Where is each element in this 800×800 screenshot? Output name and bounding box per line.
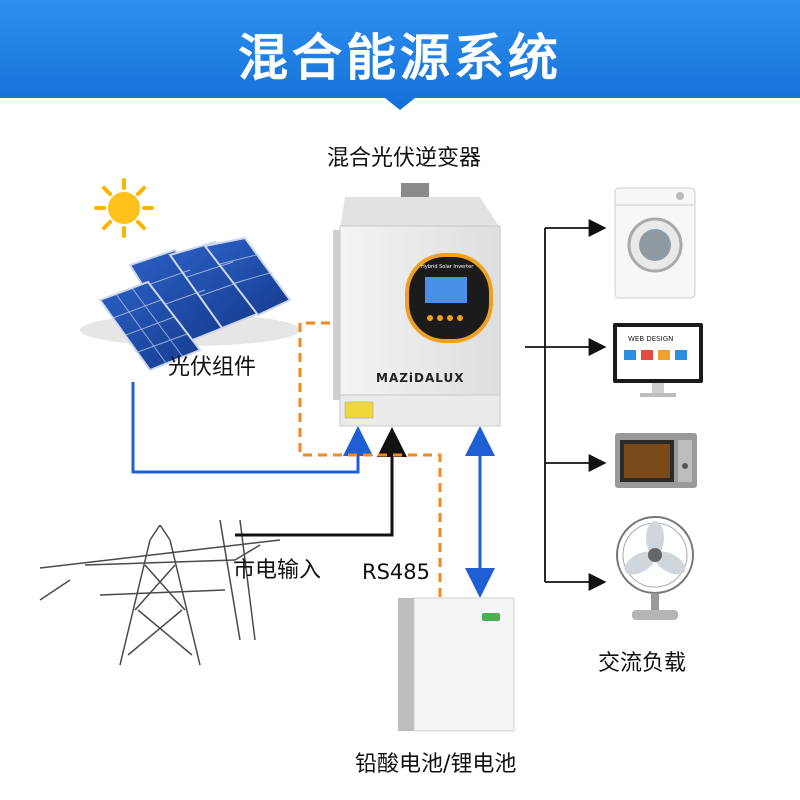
microwave-icon [615,433,697,488]
battery-label: 铅酸电池/锂电池 [355,746,516,778]
inverter-label: 混合光伏逆变器 [327,140,481,172]
washing-machine-icon [615,188,695,298]
sun-icon [96,180,152,236]
pylon-icon [40,520,280,665]
battery-icon [398,598,514,731]
pv-label: 光伏组件 [168,349,256,381]
grid-label: 市电输入 [233,552,321,584]
grid-ac-line [235,433,392,535]
monitor-text: WEB DESIGN [628,335,673,343]
inverter-screen-text: Hybrid Solar Inverter [421,264,473,270]
pv-dc-line [133,382,358,472]
inverter-unit [333,183,500,426]
inverter-brand: MAZiDALUX [376,371,465,385]
rs485-label: RS485 [362,560,430,584]
loads-label: 交流负载 [598,645,686,677]
fan-icon [617,517,693,620]
load-bus [525,228,603,582]
